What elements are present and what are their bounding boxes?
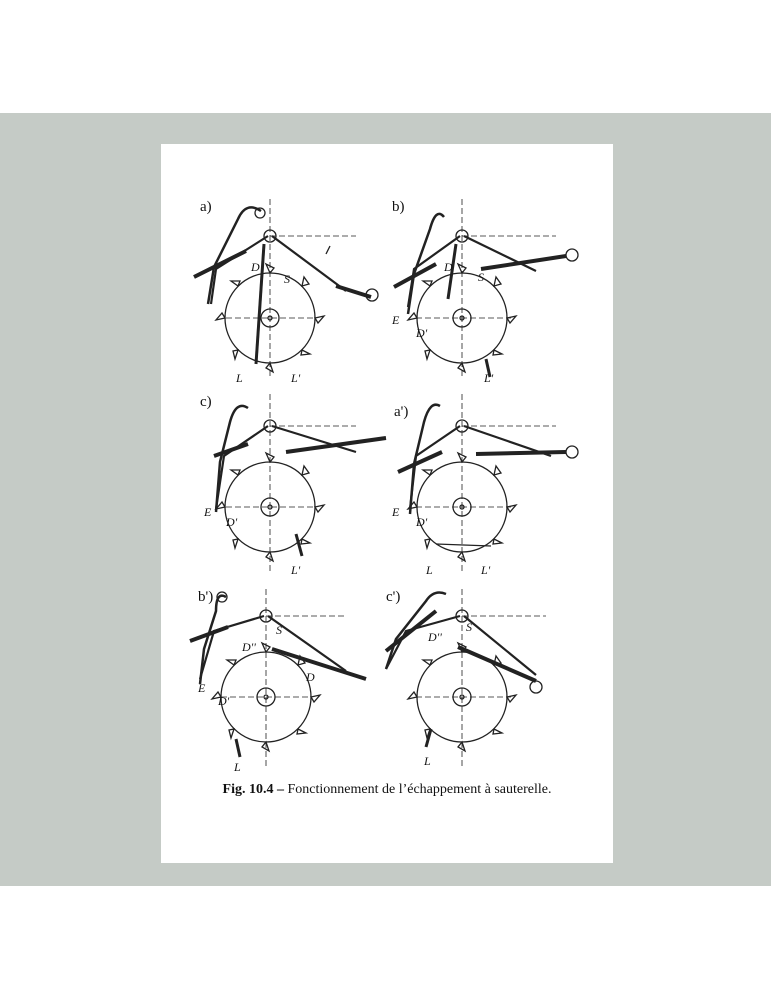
- label-b-prime-D: D: [305, 670, 315, 684]
- label-b-prime-L: L: [233, 760, 241, 774]
- label-c-prime-L: L: [423, 754, 431, 768]
- panel-label-a-prime: a'): [394, 404, 409, 420]
- label-a-prime-L: L: [425, 563, 433, 577]
- label-b-Dprime: D': [415, 326, 428, 340]
- escapement-diagram-c: E D' L': [203, 394, 387, 577]
- panel-label-c: c): [200, 394, 212, 410]
- panel-a-prime: E D' L L' a'): [386, 394, 586, 594]
- label-b-S: S: [478, 270, 484, 284]
- label-b-D: D: [443, 260, 453, 274]
- escapement-diagram-a-prime: E D' L L': [391, 394, 579, 577]
- label-a-S: S: [284, 272, 290, 286]
- label-b-E: E: [391, 313, 400, 327]
- panel-c-prime: D'' S L c'): [384, 589, 586, 789]
- label-a-prime-E: E: [391, 505, 400, 519]
- panel-b-prime: S D'' D E D' L b'): [176, 589, 376, 789]
- label-c-Lprime: L': [290, 563, 301, 577]
- panel-c: E D' L' c): [176, 394, 387, 594]
- label-c-prime-S: S: [466, 620, 472, 634]
- panel-label-c-prime: c'): [386, 589, 401, 605]
- label-b-Lprime: L': [483, 371, 494, 385]
- escapement-diagram-b-prime: S D'' D E D' L: [189, 589, 367, 774]
- label-b-prime-S: S: [276, 623, 282, 637]
- label-a-prime-Lprime: L': [480, 563, 491, 577]
- label-c-E: E: [203, 505, 212, 519]
- panel-b: D S E D' L' b): [386, 199, 586, 399]
- label-a-prime-Dprime: D': [415, 515, 428, 529]
- label-c-Dprime: D': [225, 515, 238, 529]
- label-c-prime-Ddoubleprime: D'': [427, 630, 442, 644]
- label-b-prime-Ddoubleprime: D'': [241, 640, 256, 654]
- label-b-prime-E: E: [197, 681, 206, 695]
- scanned-page: D S L L' a): [161, 144, 613, 863]
- escapement-diagram-a: D S L L': [193, 199, 379, 385]
- panel-label-b: b): [392, 199, 405, 215]
- panel-label-b-prime: b'): [198, 589, 214, 605]
- panel-a: D S L L' a): [176, 199, 379, 399]
- figure-caption: Fig. 10.4 – Fonctionnement de l’échappem…: [161, 782, 613, 798]
- label-b-prime-Dprime: D': [217, 694, 230, 708]
- escapement-diagram-c-prime: D'' S L: [384, 589, 546, 769]
- panel-label-a: a): [200, 199, 212, 215]
- escapement-diagram-b: D S E D' L': [391, 199, 579, 385]
- figure-number: Fig. 10.4 –: [222, 782, 284, 797]
- label-a-L: L: [235, 371, 243, 385]
- figure-caption-text: Fonctionnement de l’échappement à sauter…: [284, 782, 552, 797]
- label-a-D: D: [250, 260, 260, 274]
- label-a-Lprime: L': [290, 371, 301, 385]
